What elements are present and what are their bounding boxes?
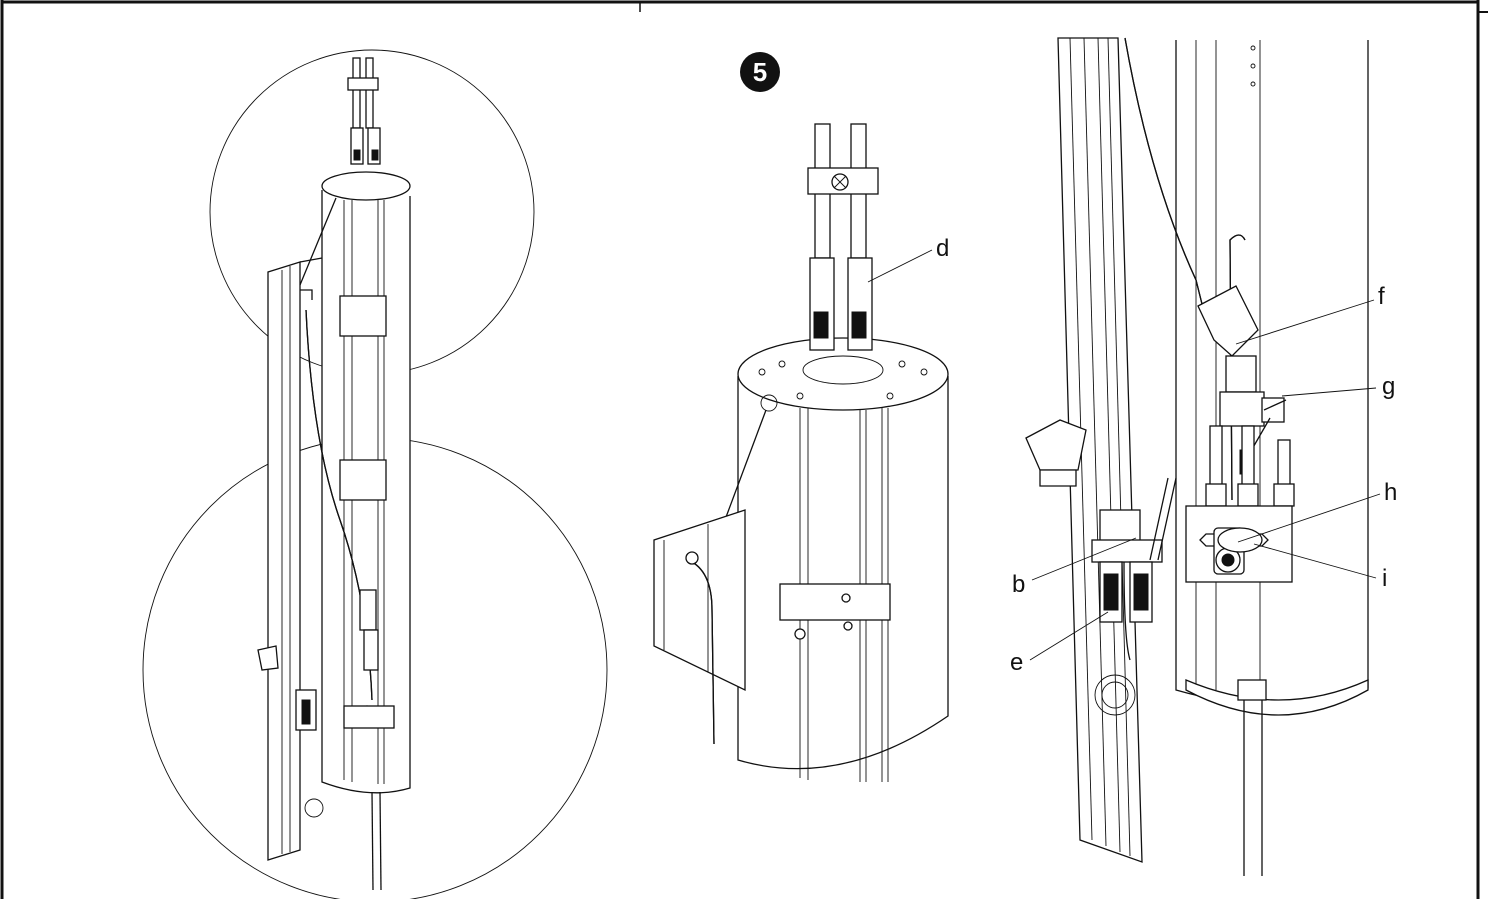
label-f: f (1378, 283, 1385, 310)
right-detail-view (1025, 37, 1369, 876)
leader-lines (867, 249, 1381, 661)
label-i: i (1382, 565, 1387, 592)
label-g: g (1382, 373, 1395, 400)
label-b: b (1012, 571, 1025, 598)
label-h: h (1384, 479, 1397, 506)
label-e: e (1010, 649, 1023, 676)
step-number: 5 (753, 57, 767, 87)
label-d: d (936, 235, 949, 262)
callout-labels: d f g h i b e (936, 235, 1397, 676)
step-badge: 5 (740, 52, 780, 92)
middle-detail-view (653, 123, 949, 782)
overview-view (142, 49, 608, 903)
